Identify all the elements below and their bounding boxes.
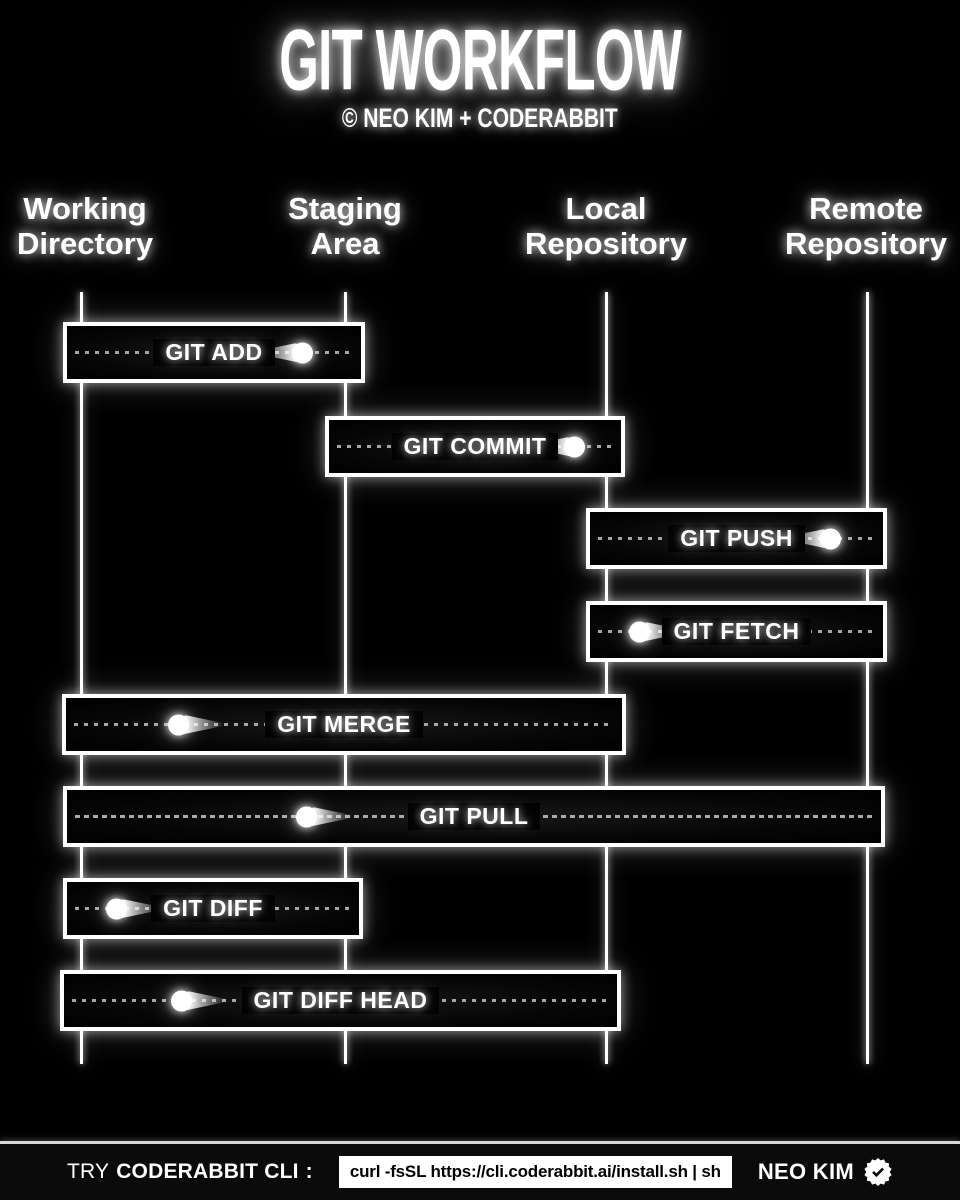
column-header-line: Remote	[809, 191, 923, 226]
column-header-remote-repository: Remote Repository	[785, 191, 947, 261]
column-header-line: Directory	[16, 226, 154, 262]
footer-bar: TRY CODERABBIT CLI: curl -fsSL https://cl…	[0, 1141, 960, 1200]
page-title: GIT WORKFLOW	[278, 12, 682, 109]
column-header-working-directory: Working Directory	[17, 191, 153, 261]
arrow-comet-left-icon	[168, 714, 231, 735]
author-name: NEO KIM	[757, 1159, 855, 1184]
command-label: GIT ADD	[153, 339, 275, 366]
column-header-line: Repository	[525, 226, 687, 262]
comet-ball	[296, 806, 318, 827]
column-header-staging-area: Staging Area	[288, 191, 402, 261]
try-label-prefix: TRY	[66, 1160, 110, 1183]
author-block: NEO KIM	[758, 1157, 893, 1187]
try-label-suffix: :	[305, 1160, 313, 1183]
try-label-brand: CODERABBIT CLI	[116, 1160, 299, 1183]
lifeline-working-directory	[80, 292, 83, 1064]
command-box-git-commit: GIT COMMIT	[325, 416, 625, 477]
verified-badge-icon	[864, 1158, 892, 1186]
comet-ball	[171, 990, 193, 1011]
lifeline-local-repository	[605, 292, 608, 1064]
column-header-line: Area	[310, 226, 380, 262]
command-label: GIT MERGE	[265, 711, 423, 738]
comet-ball	[563, 436, 585, 457]
comet-tail	[312, 807, 359, 826]
install-command-snippet: curl -fsSL https://cli.coderabbit.ai/ins…	[338, 1156, 732, 1188]
command-label: GIT DIFF HEAD	[241, 987, 440, 1014]
comet-ball	[106, 898, 128, 919]
comet-ball	[629, 621, 651, 642]
command-box-git-add: GIT ADD	[63, 322, 365, 383]
lifeline-remote-repository	[866, 292, 869, 1064]
arrow-comet-left-icon	[296, 806, 359, 827]
column-header-line: Working	[23, 191, 147, 226]
command-box-git-fetch: GIT FETCH	[586, 601, 887, 662]
command-label: GIT COMMIT	[391, 433, 559, 460]
lifeline-staging-area	[344, 292, 347, 1064]
comet-ball	[168, 714, 190, 735]
credit-subtitle: © NEO KIM + CODERABBIT	[342, 103, 618, 133]
command-box-git-pull: GIT PULL	[63, 786, 885, 847]
command-label: GIT DIFF	[151, 895, 275, 922]
command-box-git-push: GIT PUSH	[586, 508, 887, 569]
column-header-local-repository: Local Repository	[525, 191, 687, 261]
column-header-line: Local	[565, 191, 647, 226]
command-box-git-diff: GIT DIFF	[63, 878, 363, 939]
try-coderabbit-cli-label: TRY CODERABBIT CLI:	[67, 1160, 313, 1184]
comet-ball	[819, 528, 841, 549]
column-header-line: Repository	[785, 226, 947, 262]
command-label: GIT PULL	[407, 803, 541, 830]
comet-tail	[184, 715, 231, 734]
subtitle-block: © NEO KIM + CODERABBIT	[0, 103, 960, 134]
arrow-comet-left-icon	[171, 990, 234, 1011]
title-block: GIT WORKFLOW	[0, 12, 960, 109]
column-header-line: Staging	[288, 191, 402, 226]
command-box-git-diff-head: GIT DIFF HEAD	[60, 970, 621, 1031]
comet-tail	[187, 991, 234, 1010]
command-label: GIT FETCH	[661, 618, 812, 645]
command-box-git-merge: GIT MERGE	[62, 694, 626, 755]
comet-ball	[291, 342, 313, 363]
command-label: GIT PUSH	[668, 525, 805, 552]
